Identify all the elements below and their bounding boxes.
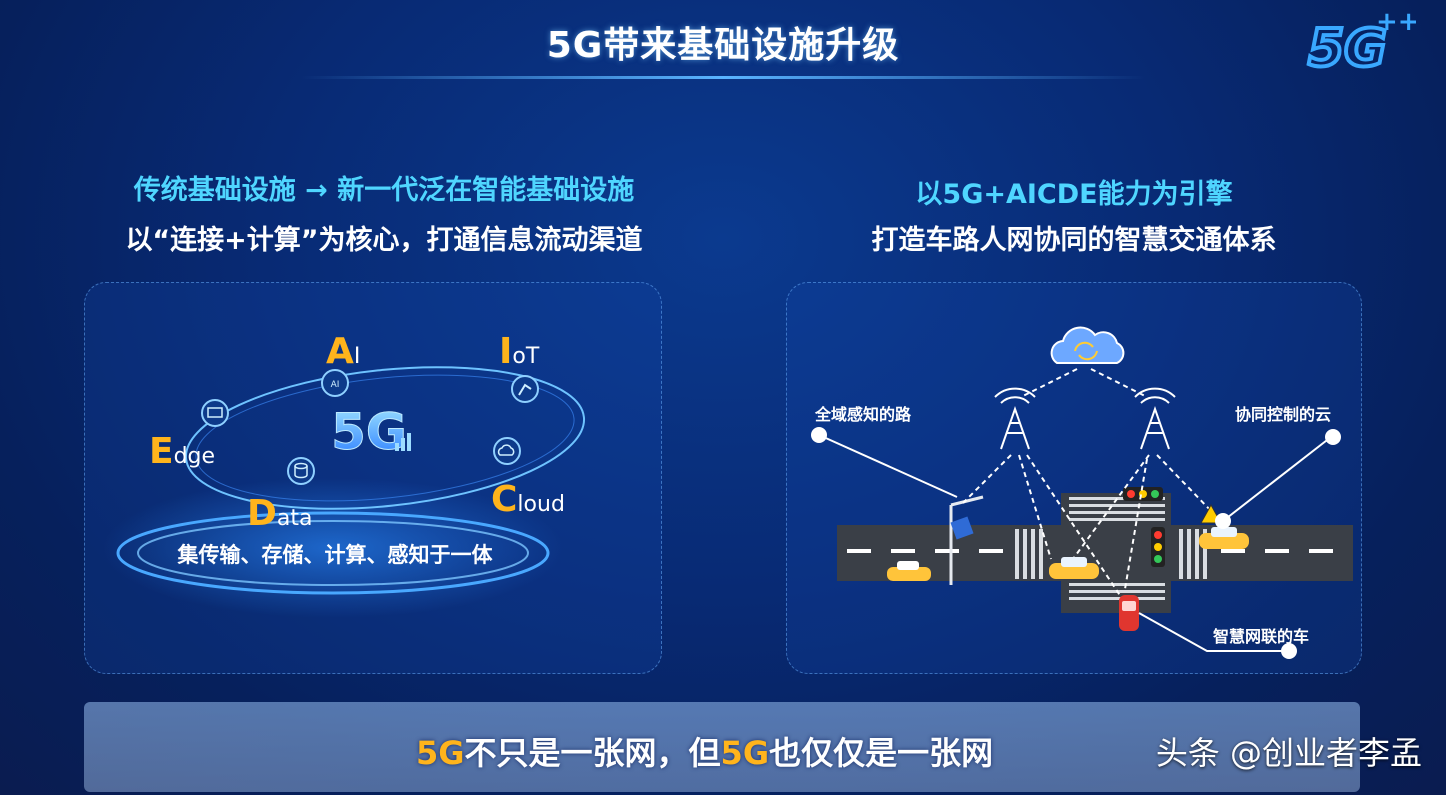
base-ring-inner <box>137 520 529 586</box>
label-connected-car: 智慧网联的车 <box>1213 627 1310 646</box>
label-edge: Edge <box>149 431 216 472</box>
callout-dot-car <box>1281 643 1297 659</box>
aicde-diagram: AI 5G <box>103 366 586 618</box>
lane-markings <box>847 549 1333 553</box>
callout-dot-road <box>811 427 827 443</box>
callout-lines <box>818 434 1332 652</box>
cell-tower-right-icon <box>1134 387 1176 450</box>
title-underline <box>300 76 1146 79</box>
roadside-sensor-pole <box>949 495 984 585</box>
watermark: 头条 @创业者李孟 <box>1155 734 1422 772</box>
robot-arm-icon <box>511 375 539 403</box>
slogan: 5G不只是一张网，但5G也仅仅是一张网 <box>416 734 994 772</box>
bottom-banner <box>84 702 1360 792</box>
page-title: 5G带来基础设施升级 <box>546 25 900 66</box>
base-ring-outer <box>116 511 550 595</box>
label-data: Data <box>247 493 313 534</box>
callout-dot-cloud <box>1325 429 1341 445</box>
car-red-icon <box>1119 595 1139 631</box>
database-icon <box>287 457 315 485</box>
orbit-ring-inner <box>195 374 575 502</box>
traffic-light-top <box>1123 487 1163 501</box>
callout-dot-car-right <box>1215 513 1231 529</box>
label-cloud-control: 协同控制的云 <box>1235 405 1332 424</box>
base-glow <box>103 478 563 618</box>
right-panel: 全域感知的路 协同控制的云 智慧网联的车 <box>786 282 1362 674</box>
traffic-light-side <box>1151 527 1165 567</box>
label-road: 全域感知的路 <box>815 405 912 424</box>
monitor-icon <box>201 399 229 427</box>
orbit-ring <box>184 366 586 510</box>
left-caption: 集传输、存储、计算、感知于一体 <box>177 543 493 567</box>
logo-text: 5G <box>1308 19 1387 76</box>
right-heading: 以5G+AICDE能力为引擎 <box>915 179 1233 210</box>
cloud-node-icon <box>1050 326 1125 364</box>
car-center-icon <box>1049 557 1099 579</box>
label-ai: AI <box>326 331 361 372</box>
cell-tower-left-icon <box>994 387 1036 450</box>
logo-plus: ++ <box>1376 7 1416 37</box>
traffic-diagram <box>811 326 1353 659</box>
left-subheading: 以“连接+计算”为核心，打通信息流动渠道 <box>125 225 643 256</box>
label-iot: IoT <box>499 331 540 372</box>
right-subheading: 打造车路人网协同的智慧交通体系 <box>871 225 1277 256</box>
cloud-icon <box>493 437 521 465</box>
ai-icon: AI <box>321 369 349 397</box>
svg-text:AI: AI <box>331 380 340 390</box>
signal-bars-icon <box>395 433 411 451</box>
left-panel: AI 5G <box>84 282 662 674</box>
center-5g-label: 5G <box>331 403 407 461</box>
car-left-icon <box>887 561 931 581</box>
left-heading: 传统基础设施 → 新一代泛在智能基础设施 <box>133 175 635 206</box>
5g-logo: 5G ++ <box>1306 7 1416 76</box>
communication-links <box>962 368 1216 598</box>
car-right-icon <box>1199 527 1249 549</box>
label-cloud: Cloud <box>491 479 565 520</box>
